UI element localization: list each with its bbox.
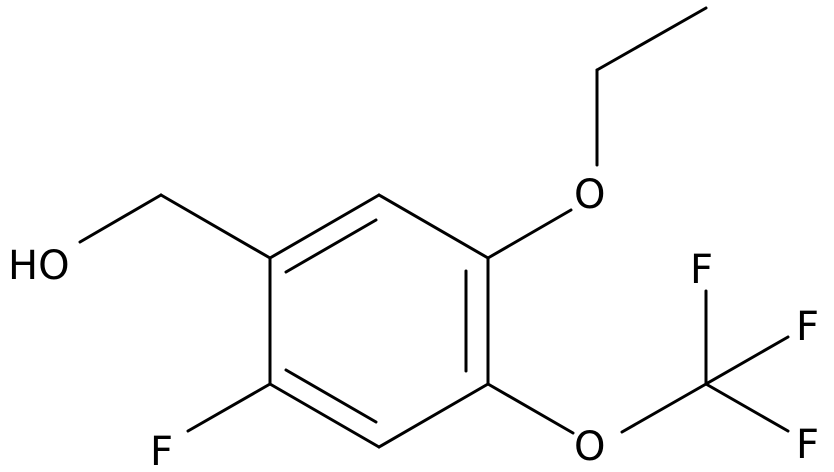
bond-ring-o-ethoxy — [486, 208, 573, 260]
ring-bond-c2-c3 — [377, 193, 490, 260]
ethoxy-oxygen-label: O — [574, 172, 605, 218]
bond-c-f-bottom — [704, 382, 790, 433]
ethoxy-group: O — [486, 6, 708, 260]
ring-bond-c5-c6 — [268, 382, 381, 449]
ring-bond-c1-c2 — [268, 193, 381, 260]
trifluoromethoxy-group: O F F F — [486, 247, 819, 470]
trifluoromethoxy-oxygen-label: O — [574, 424, 605, 470]
bond-ch2-ch3 — [595, 6, 708, 72]
benzene-ring — [268, 193, 490, 449]
bond-c-f-right — [704, 335, 790, 386]
cf3-fluorine-top-label: F — [690, 247, 713, 293]
hydroxymethyl-group: HO — [8, 193, 272, 289]
ring-bond-c4-c5 — [377, 382, 490, 449]
cf3-fluorine-right-label: F — [796, 304, 819, 350]
ring-fluorine-label: F — [150, 429, 173, 472]
bond-o-cf3 — [620, 382, 708, 434]
bond-ring-ch2 — [159, 193, 272, 260]
ring-fluorine-group: F — [150, 382, 272, 472]
bond-ring-o-ocf3 — [486, 382, 575, 435]
hydroxyl-label: HO — [8, 243, 70, 289]
ring-bond-c1-c2-inner — [284, 218, 378, 274]
ring-bond-c5-c6-inner — [284, 368, 378, 424]
bond-ch2-oh — [78, 193, 163, 244]
cf3-fluorine-bottom-label: F — [796, 422, 819, 468]
bond-ring-f — [186, 382, 272, 433]
